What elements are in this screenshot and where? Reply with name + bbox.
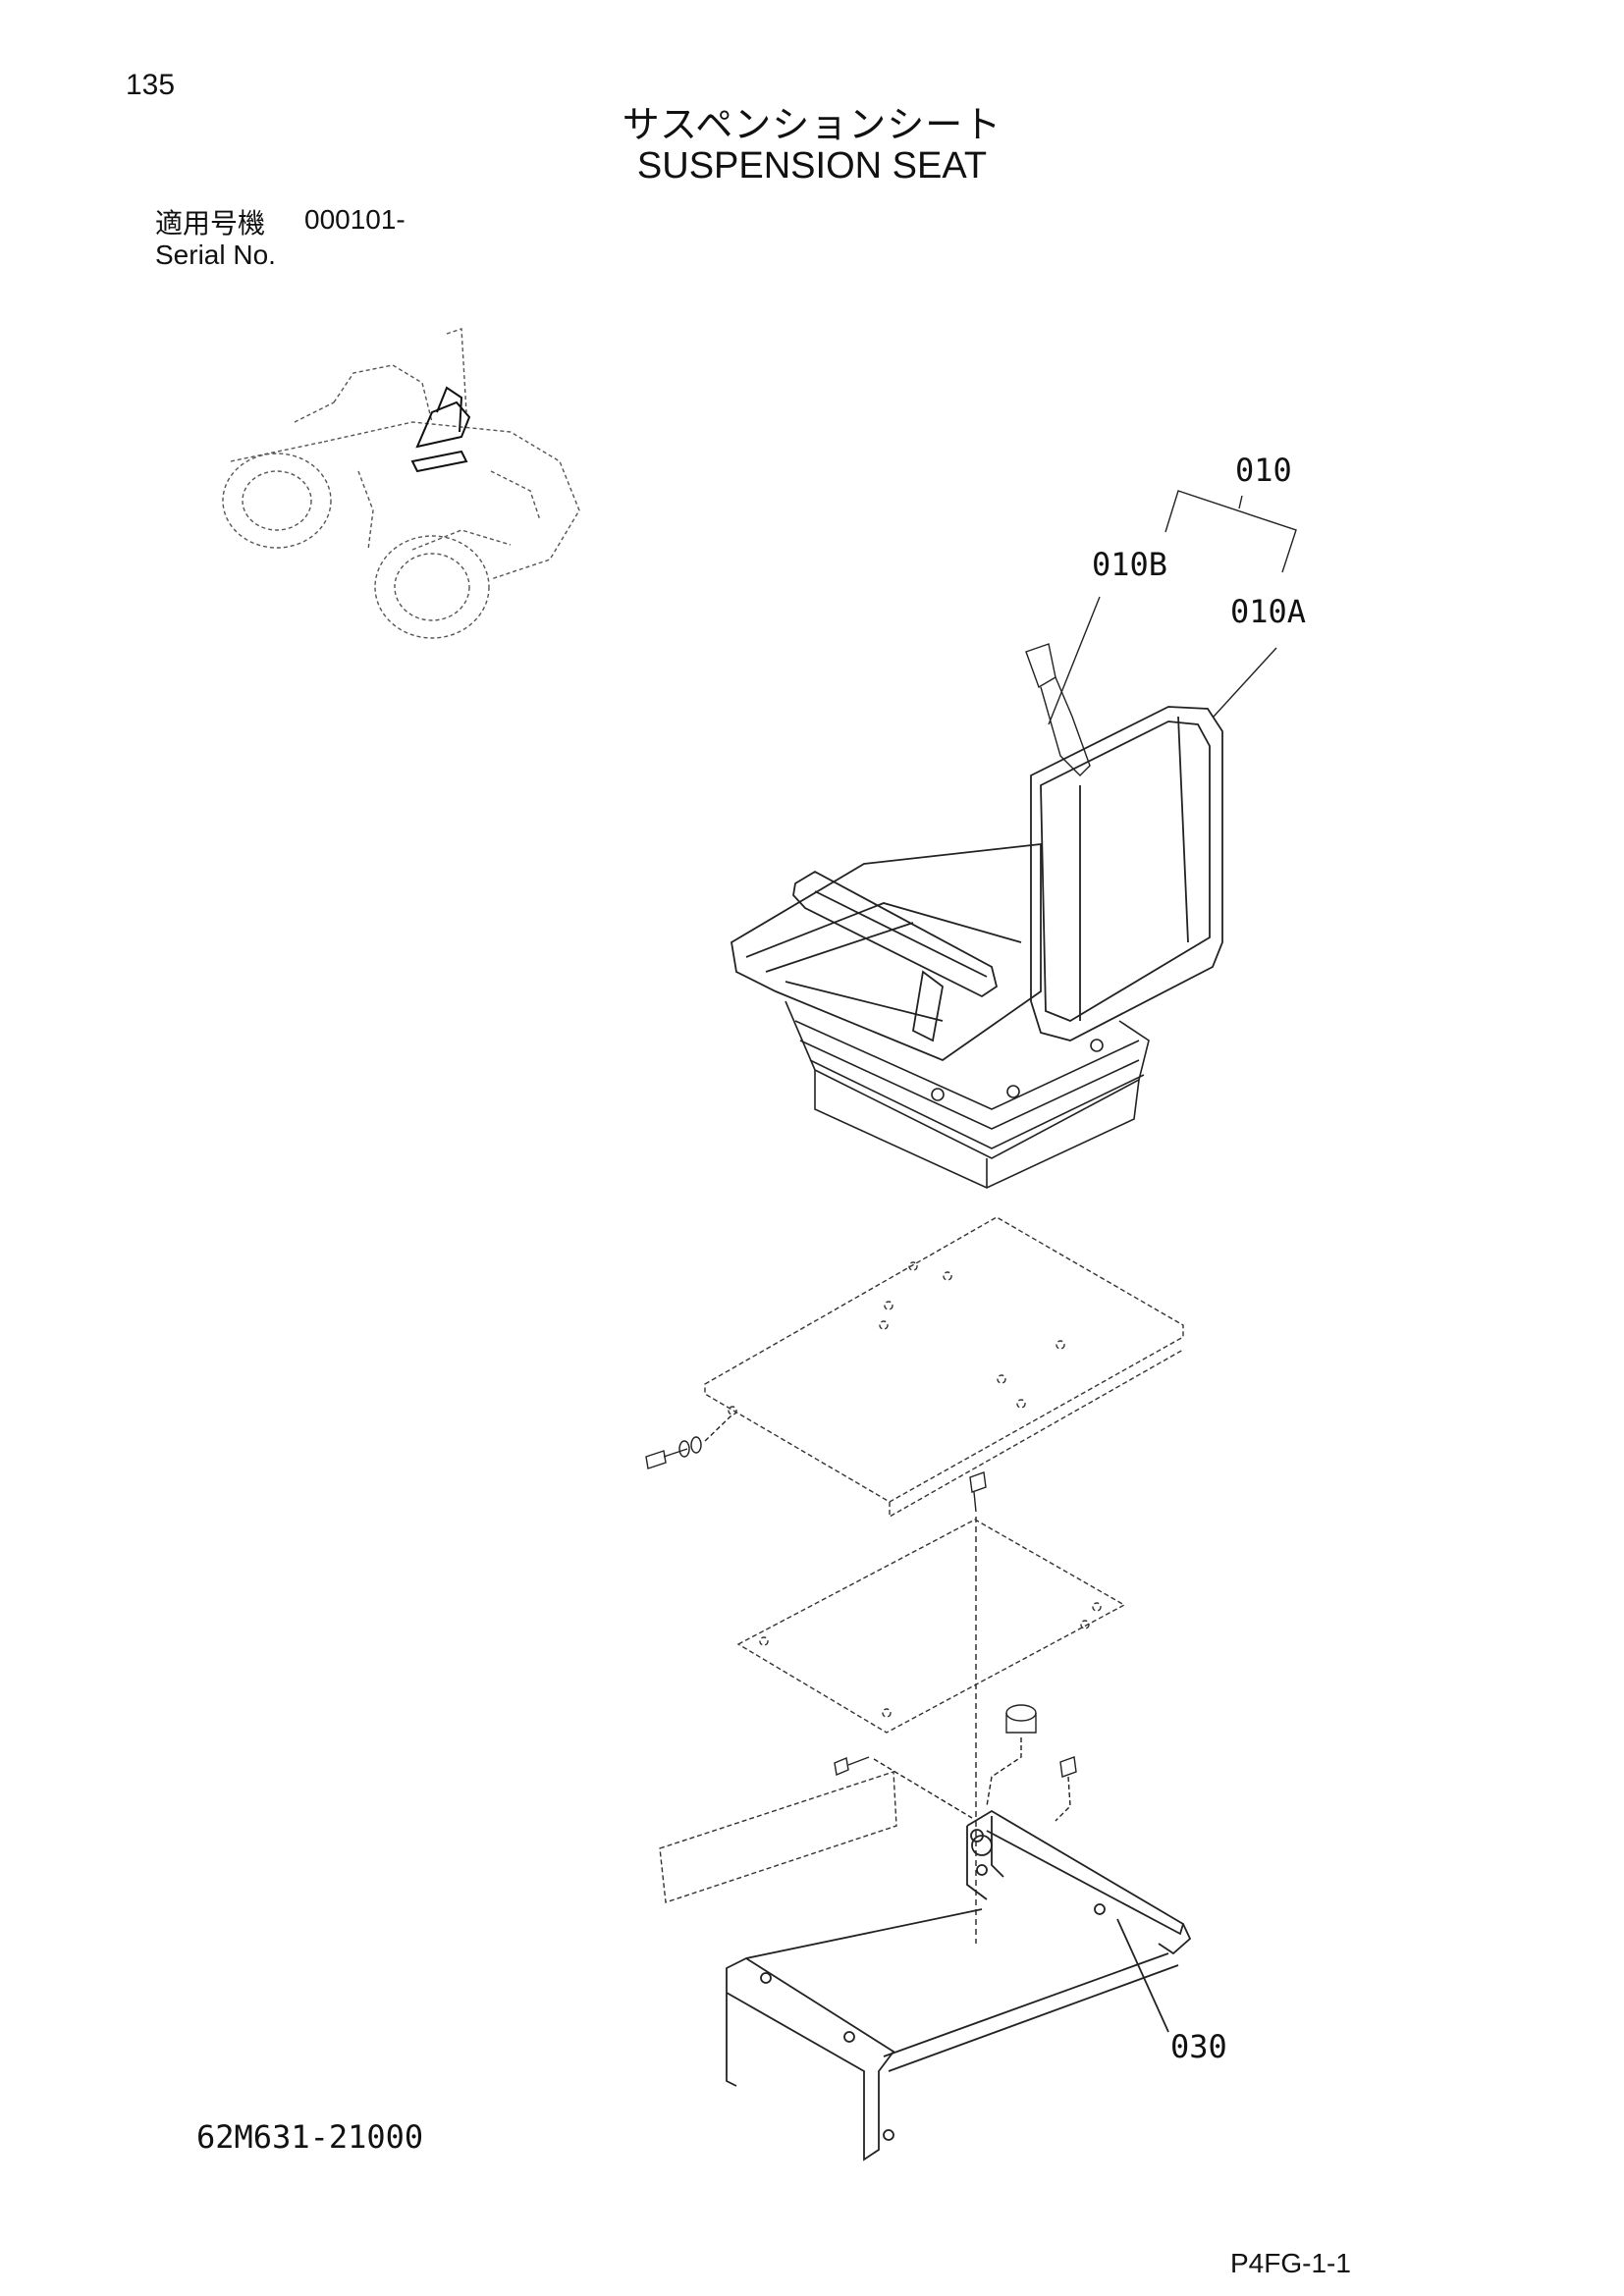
adjuster-knob [987,1705,1076,1821]
drawing-number: 62M631-21000 [196,2118,424,2156]
seat-belt [1026,644,1090,775]
seat-suspension-base [785,1001,1149,1188]
serial-label-japanese: 適用号機 [155,207,266,240]
plate-bolt-set [646,1415,731,1468]
callout-010B: 010B [1092,546,1168,583]
seat-frame [727,1811,1190,2160]
side-bolt [835,1757,972,1818]
center-bolt [970,1472,986,1944]
callout-010-bracket [1049,491,1296,724]
title-english: SUSPENSION SEAT [636,145,988,187]
middle-plate [738,1520,1124,1733]
page-number: 135 [126,69,176,101]
side-panel [660,1772,896,1902]
sheet-reference: P4FG-1-1 [1230,2248,1351,2278]
seat-armrest [793,872,997,1041]
upper-mounting-plate [705,1217,1183,1517]
seat-backrest [1031,707,1222,1041]
callout-010A: 010A [1230,593,1307,630]
tractor-overview-illustration [223,329,579,638]
serial-value: 000101- [304,204,406,235]
seat-location-highlight [412,388,469,471]
title-japanese: サスペンションシート [622,103,1002,146]
serial-label-english: Serial No. [155,240,276,270]
callout-030: 030 [1170,2028,1227,2065]
seat-cushion [731,844,1041,1060]
callout-010: 010 [1235,452,1292,489]
